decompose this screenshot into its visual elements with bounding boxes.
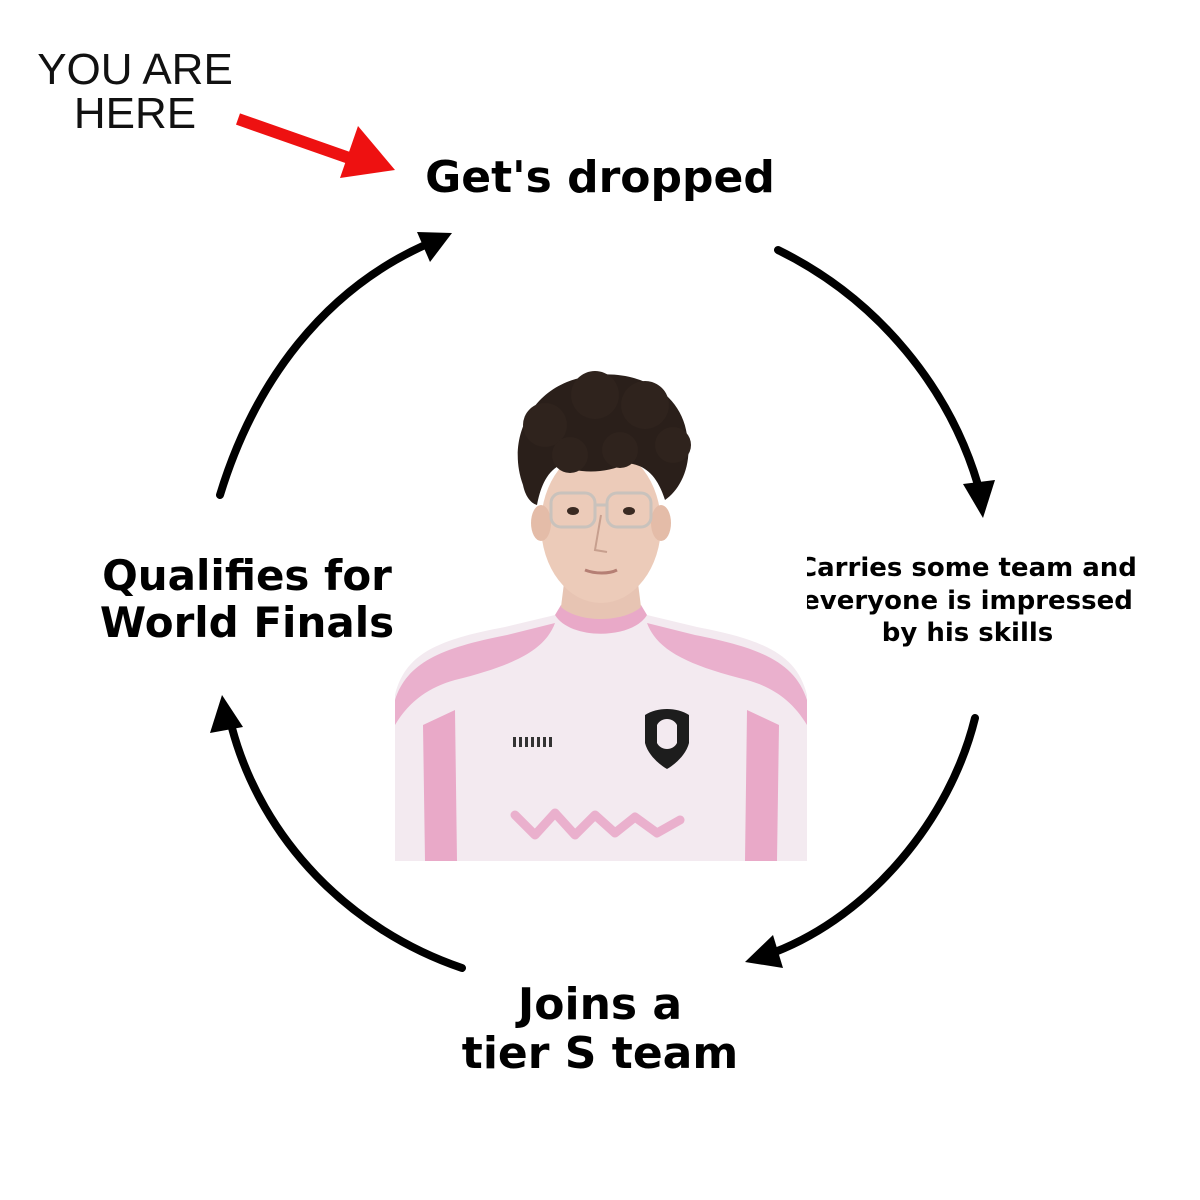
hair-curl — [523, 403, 567, 447]
face — [541, 447, 661, 603]
player-photo — [395, 365, 807, 861]
step-carries-team-line3: by his skills — [881, 618, 1054, 648]
arrow-top-left — [216, 232, 452, 499]
red-pointer-arrow — [236, 113, 395, 178]
you-are-here-line1: YOU ARE — [37, 45, 233, 94]
team-crest-icon — [645, 709, 689, 769]
you-are-here-label: YOU ARE HERE — [30, 48, 240, 136]
jersey-wordmark — [510, 808, 685, 840]
player-illustration — [395, 371, 807, 861]
arrow-top-right — [774, 246, 995, 518]
step-carries-team-line1: Carries some team and — [798, 553, 1137, 583]
step-carries-team-line2: everyone is impressed — [802, 585, 1133, 616]
jersey-pink-panel-right — [647, 623, 807, 725]
eye-left — [567, 507, 579, 515]
jersey-collar — [555, 605, 647, 634]
jersey-pink-panel-left — [395, 623, 555, 725]
eye-right — [623, 507, 635, 515]
ear-left — [531, 505, 551, 541]
step-joins-team-line1: Joins a — [517, 979, 683, 1030]
step-gets-dropped: Get's dropped — [400, 152, 800, 203]
ear-right — [651, 505, 671, 541]
step-joins-team: Joins a tier S team — [430, 980, 770, 1079]
you-are-here-line2: HERE — [73, 89, 197, 138]
step-gets-dropped-text: Get's dropped — [425, 152, 775, 203]
jersey-stripe-right — [745, 710, 779, 861]
jersey-sponsor-bars — [513, 737, 552, 747]
hair-curl — [552, 437, 588, 473]
jersey-stripe-left — [423, 710, 457, 861]
step-qualifies-line1: Qualifies for — [102, 551, 392, 600]
nose — [593, 514, 608, 553]
step-qualifies: Qualifies for World Finals — [82, 552, 412, 646]
step-carries-team: Carries some team and everyone is impres… — [770, 552, 1165, 650]
arrow-bottom-right — [745, 714, 979, 968]
hair-curl — [621, 381, 669, 429]
step-joins-team-line2: tier S team — [461, 1028, 739, 1080]
hair-curl — [655, 427, 691, 463]
jersey — [395, 615, 807, 861]
step-qualifies-line2: World Finals — [99, 598, 395, 648]
mouth — [584, 568, 618, 575]
hair-curl — [571, 371, 619, 419]
arrow-bottom-left — [210, 695, 466, 972]
hair-curl — [602, 432, 638, 468]
glasses — [549, 491, 653, 529]
